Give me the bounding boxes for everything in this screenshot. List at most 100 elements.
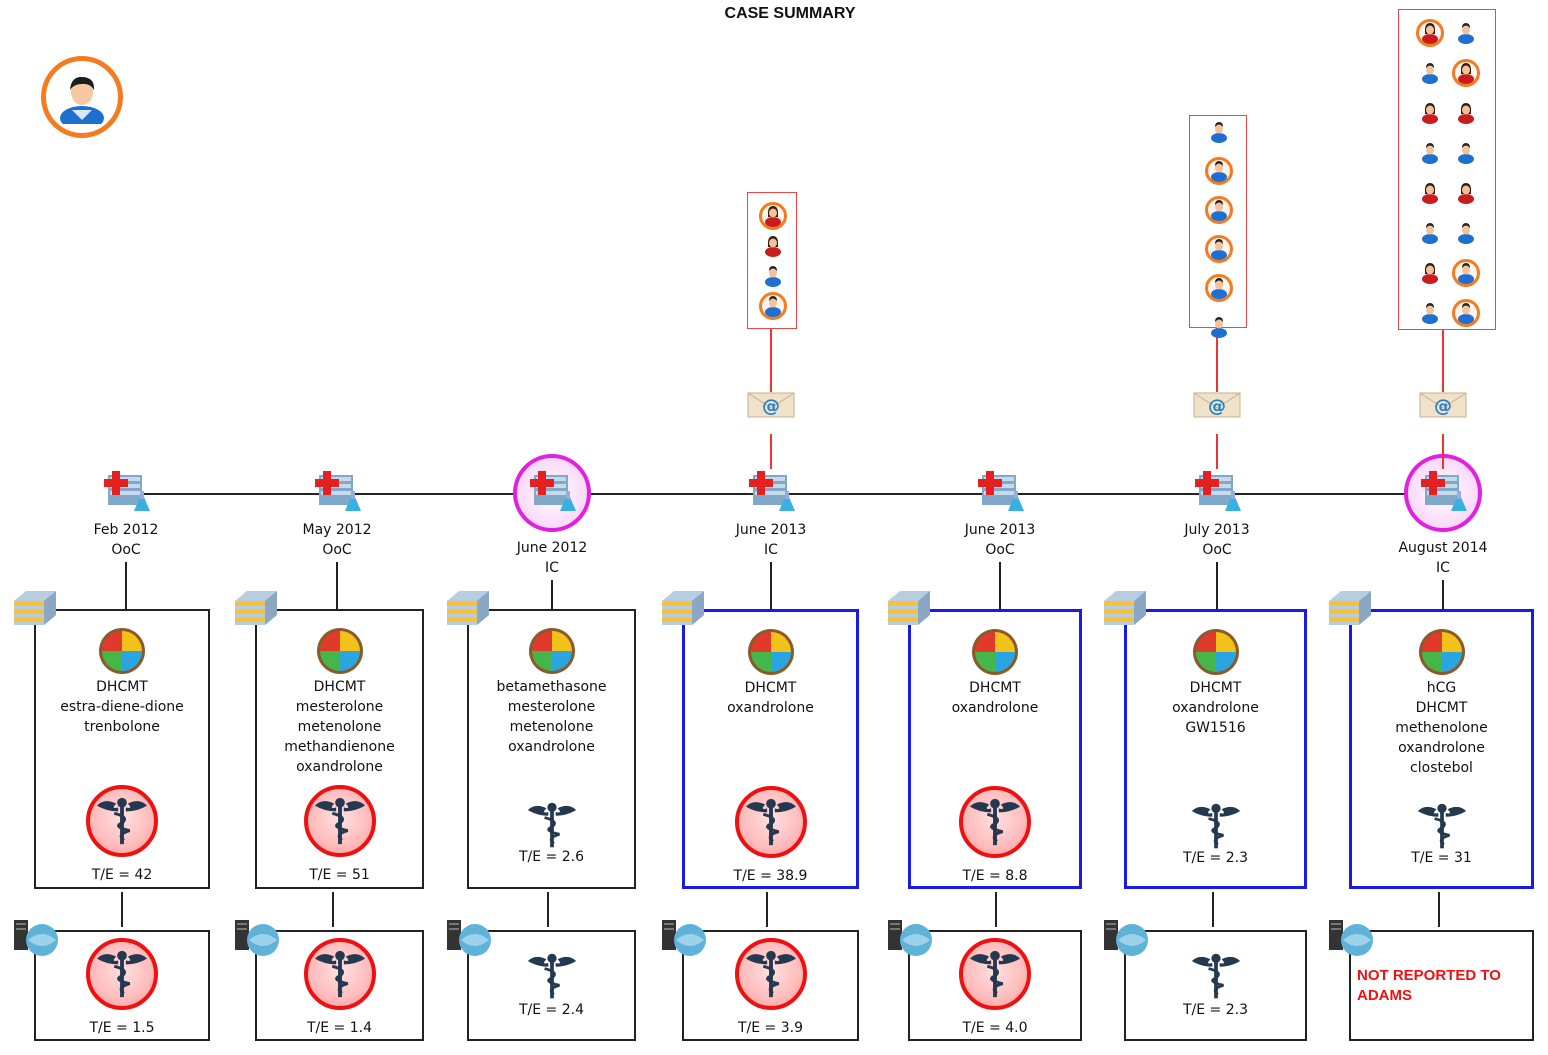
connector-line: [125, 562, 127, 609]
adams-database-icon: [660, 918, 708, 958]
contact-person-icon[interactable]: [1205, 313, 1233, 341]
contact-person-icon[interactable]: [759, 262, 787, 290]
lab-te-ratio: T/E = 2.6: [518, 849, 584, 865]
medical-icon: [516, 948, 588, 1004]
connector-line: [1212, 892, 1214, 927]
adams-result-box[interactable]: T/E = 3.9: [682, 930, 859, 1041]
connector-line: [336, 562, 338, 609]
contact-person-icon[interactable]: [1416, 99, 1444, 127]
orange-ring: [759, 202, 787, 230]
contact-group-box[interactable]: [1189, 115, 1247, 338]
test-date: June 2013: [735, 522, 807, 538]
medical-icon: [1180, 948, 1252, 1004]
orange-ring: [1205, 157, 1233, 185]
contact-person-icon[interactable]: [1416, 259, 1444, 287]
substance-name: mesterolone: [295, 699, 384, 715]
testing-lab-icon[interactable]: [745, 469, 797, 513]
email-envelope-icon[interactable]: @: [747, 392, 795, 418]
contact-person-icon[interactable]: [759, 232, 787, 260]
adams-result-box[interactable]: T/E = 2.3: [1124, 930, 1307, 1041]
medical-alert-icon: [734, 938, 807, 1010]
adams-result-box[interactable]: T/E = 2.4: [467, 930, 636, 1041]
lab-server-icon: [1100, 589, 1148, 627]
contact-person-icon[interactable]: [1416, 59, 1444, 87]
contact-person-icon[interactable]: [1416, 219, 1444, 247]
test-date: May 2012: [302, 522, 372, 538]
lab-server-icon: [10, 589, 58, 627]
contact-person-flagged-icon[interactable]: [1205, 196, 1233, 224]
contact-group-box[interactable]: [747, 192, 797, 329]
contact-person-icon[interactable]: [1416, 299, 1444, 327]
contact-person-icon[interactable]: [1205, 118, 1233, 146]
lab-te-ratio: T/E = 38.9: [733, 868, 808, 884]
connector-line: [1216, 562, 1218, 609]
contact-person-icon[interactable]: [1452, 219, 1480, 247]
contact-person-icon[interactable]: [1452, 19, 1480, 47]
test-type: OoC: [1202, 542, 1232, 558]
page-title: CASE SUMMARY: [724, 5, 856, 22]
substance-name: trenbolone: [84, 719, 160, 735]
contact-person-icon[interactable]: [1416, 179, 1444, 207]
test-date: Feb 2012: [93, 522, 159, 538]
substance-name: clostebol: [1410, 760, 1473, 776]
medical-alert-icon: [734, 786, 807, 858]
connector-line: [551, 580, 553, 609]
testing-lab-icon[interactable]: [526, 469, 578, 513]
contact-person-flagged-icon[interactable]: [759, 202, 787, 230]
testing-lab-icon[interactable]: [311, 469, 363, 513]
email-envelope-icon[interactable]: @: [1193, 392, 1241, 418]
test-type: OoC: [322, 542, 352, 558]
athlete-avatar-icon[interactable]: [41, 56, 123, 138]
test-date: June 2013: [964, 522, 1036, 538]
contact-person-flagged-icon[interactable]: [1416, 19, 1444, 47]
svg-text:@: @: [762, 396, 780, 417]
substance-name: oxandrolone: [1172, 700, 1259, 716]
contact-person-flagged-icon[interactable]: [1205, 235, 1233, 263]
adams-te-ratio: T/E = 2.4: [518, 1002, 584, 1018]
email-envelope-icon[interactable]: @: [1419, 392, 1467, 418]
medical-alert-icon: [959, 938, 1031, 1010]
orange-ring: [1452, 299, 1480, 327]
svg-text:@: @: [1434, 396, 1452, 417]
contact-person-icon[interactable]: [1452, 99, 1480, 127]
test-type: IC: [1436, 560, 1450, 576]
adams-result-box[interactable]: T/E = 1.4: [255, 930, 424, 1041]
adams-database-icon: [1327, 918, 1375, 958]
contact-group-box[interactable]: [1398, 9, 1496, 330]
contact-person-flagged-icon[interactable]: [1452, 299, 1480, 327]
contact-person-icon[interactable]: [1452, 179, 1480, 207]
medical-alert-icon: [959, 786, 1031, 858]
orange-ring: [1205, 196, 1233, 224]
adams-result-box[interactable]: NOT REPORTED TO ADAMS: [1349, 930, 1534, 1041]
adams-result-box[interactable]: T/E = 4.0: [908, 930, 1082, 1041]
contact-person-flagged-icon[interactable]: [1205, 274, 1233, 302]
contact-person-flagged-icon[interactable]: [1452, 259, 1480, 287]
contact-person-flagged-icon[interactable]: [759, 292, 787, 320]
medical-alert-icon: [303, 785, 376, 857]
adams-te-ratio: T/E = 4.0: [962, 1020, 1028, 1036]
testing-lab-icon[interactable]: [100, 469, 152, 513]
contact-person-flagged-icon[interactable]: [1452, 59, 1480, 87]
testing-lab-icon[interactable]: [1417, 469, 1469, 513]
adams-result-box[interactable]: T/E = 1.5: [34, 930, 210, 1041]
contact-person-icon[interactable]: [1452, 139, 1480, 167]
testing-lab-icon[interactable]: [1191, 469, 1243, 513]
lab-server-icon: [658, 589, 706, 627]
contact-person-icon[interactable]: [1416, 139, 1444, 167]
medical-icon: [516, 797, 588, 853]
adams-database-icon: [1102, 918, 1150, 958]
testing-lab-icon[interactable]: [974, 469, 1026, 513]
substance-name: betamethasone: [496, 679, 607, 695]
orange-ring: [1452, 259, 1480, 287]
contact-person-flagged-icon[interactable]: [1205, 157, 1233, 185]
